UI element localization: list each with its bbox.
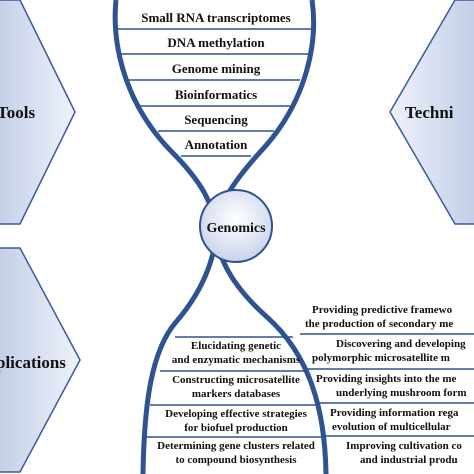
right-labels: Providing predictive framewo the product… [300, 304, 474, 466]
application-label: Developing effective strategies [165, 408, 307, 420]
right-label: evolution of multicellular [332, 421, 451, 433]
application-label: to compound biosynthesis [175, 454, 297, 466]
application-label: Determining gene clusters related [157, 440, 315, 452]
technique-bioinformatics: Bioinformatics [175, 87, 257, 102]
application-label: for biofuel production [184, 422, 288, 434]
application-label: Elucidating genetic [191, 340, 281, 352]
helix-top-labels: Small RNA transcriptomes DNA methylation… [141, 10, 291, 152]
right-label: Providing information rega [330, 407, 459, 419]
genomics-circle [199, 189, 273, 263]
application-label: markers databases [192, 388, 281, 400]
right-label: Improving cultivation co [346, 440, 462, 452]
helix-rungs-top [117, 28, 312, 157]
right-label: Providing insights into the me [316, 373, 456, 385]
technique-sequencing: Sequencing [184, 112, 248, 127]
application-label: and enzymatic mechanisms [172, 354, 301, 366]
right-label: Providing predictive framewo [312, 304, 453, 316]
helix-rungs-bottom [145, 336, 324, 438]
right-label: and industrial produ [360, 454, 458, 466]
application-label: Constructing microsatellite [172, 374, 300, 386]
technique-dna-methylation: DNA methylation [167, 35, 265, 50]
right-label: Discovering and developing [336, 338, 466, 350]
technique-small-rna: Small RNA transcriptomes [141, 10, 291, 25]
tools-hexagon [0, 0, 76, 225]
right-label: underlying mushroom form [336, 387, 467, 399]
tools-label: Tools [0, 103, 36, 122]
technique-genome-mining: Genome mining [172, 61, 261, 76]
helix-bottom-labels: Elucidating genetic and enzymatic mechan… [157, 340, 315, 466]
applications-label: plications [0, 353, 66, 372]
genomics-label: Genomics [206, 221, 266, 236]
applications-hexagon [0, 247, 81, 473]
right-label: the production of secondary me [305, 318, 453, 330]
techniques-hexagon [389, 0, 474, 225]
technique-annotation: Annotation [185, 137, 249, 152]
right-label: polymorphic microsatellite m [312, 352, 450, 364]
techniques-label: Techni [405, 103, 454, 122]
